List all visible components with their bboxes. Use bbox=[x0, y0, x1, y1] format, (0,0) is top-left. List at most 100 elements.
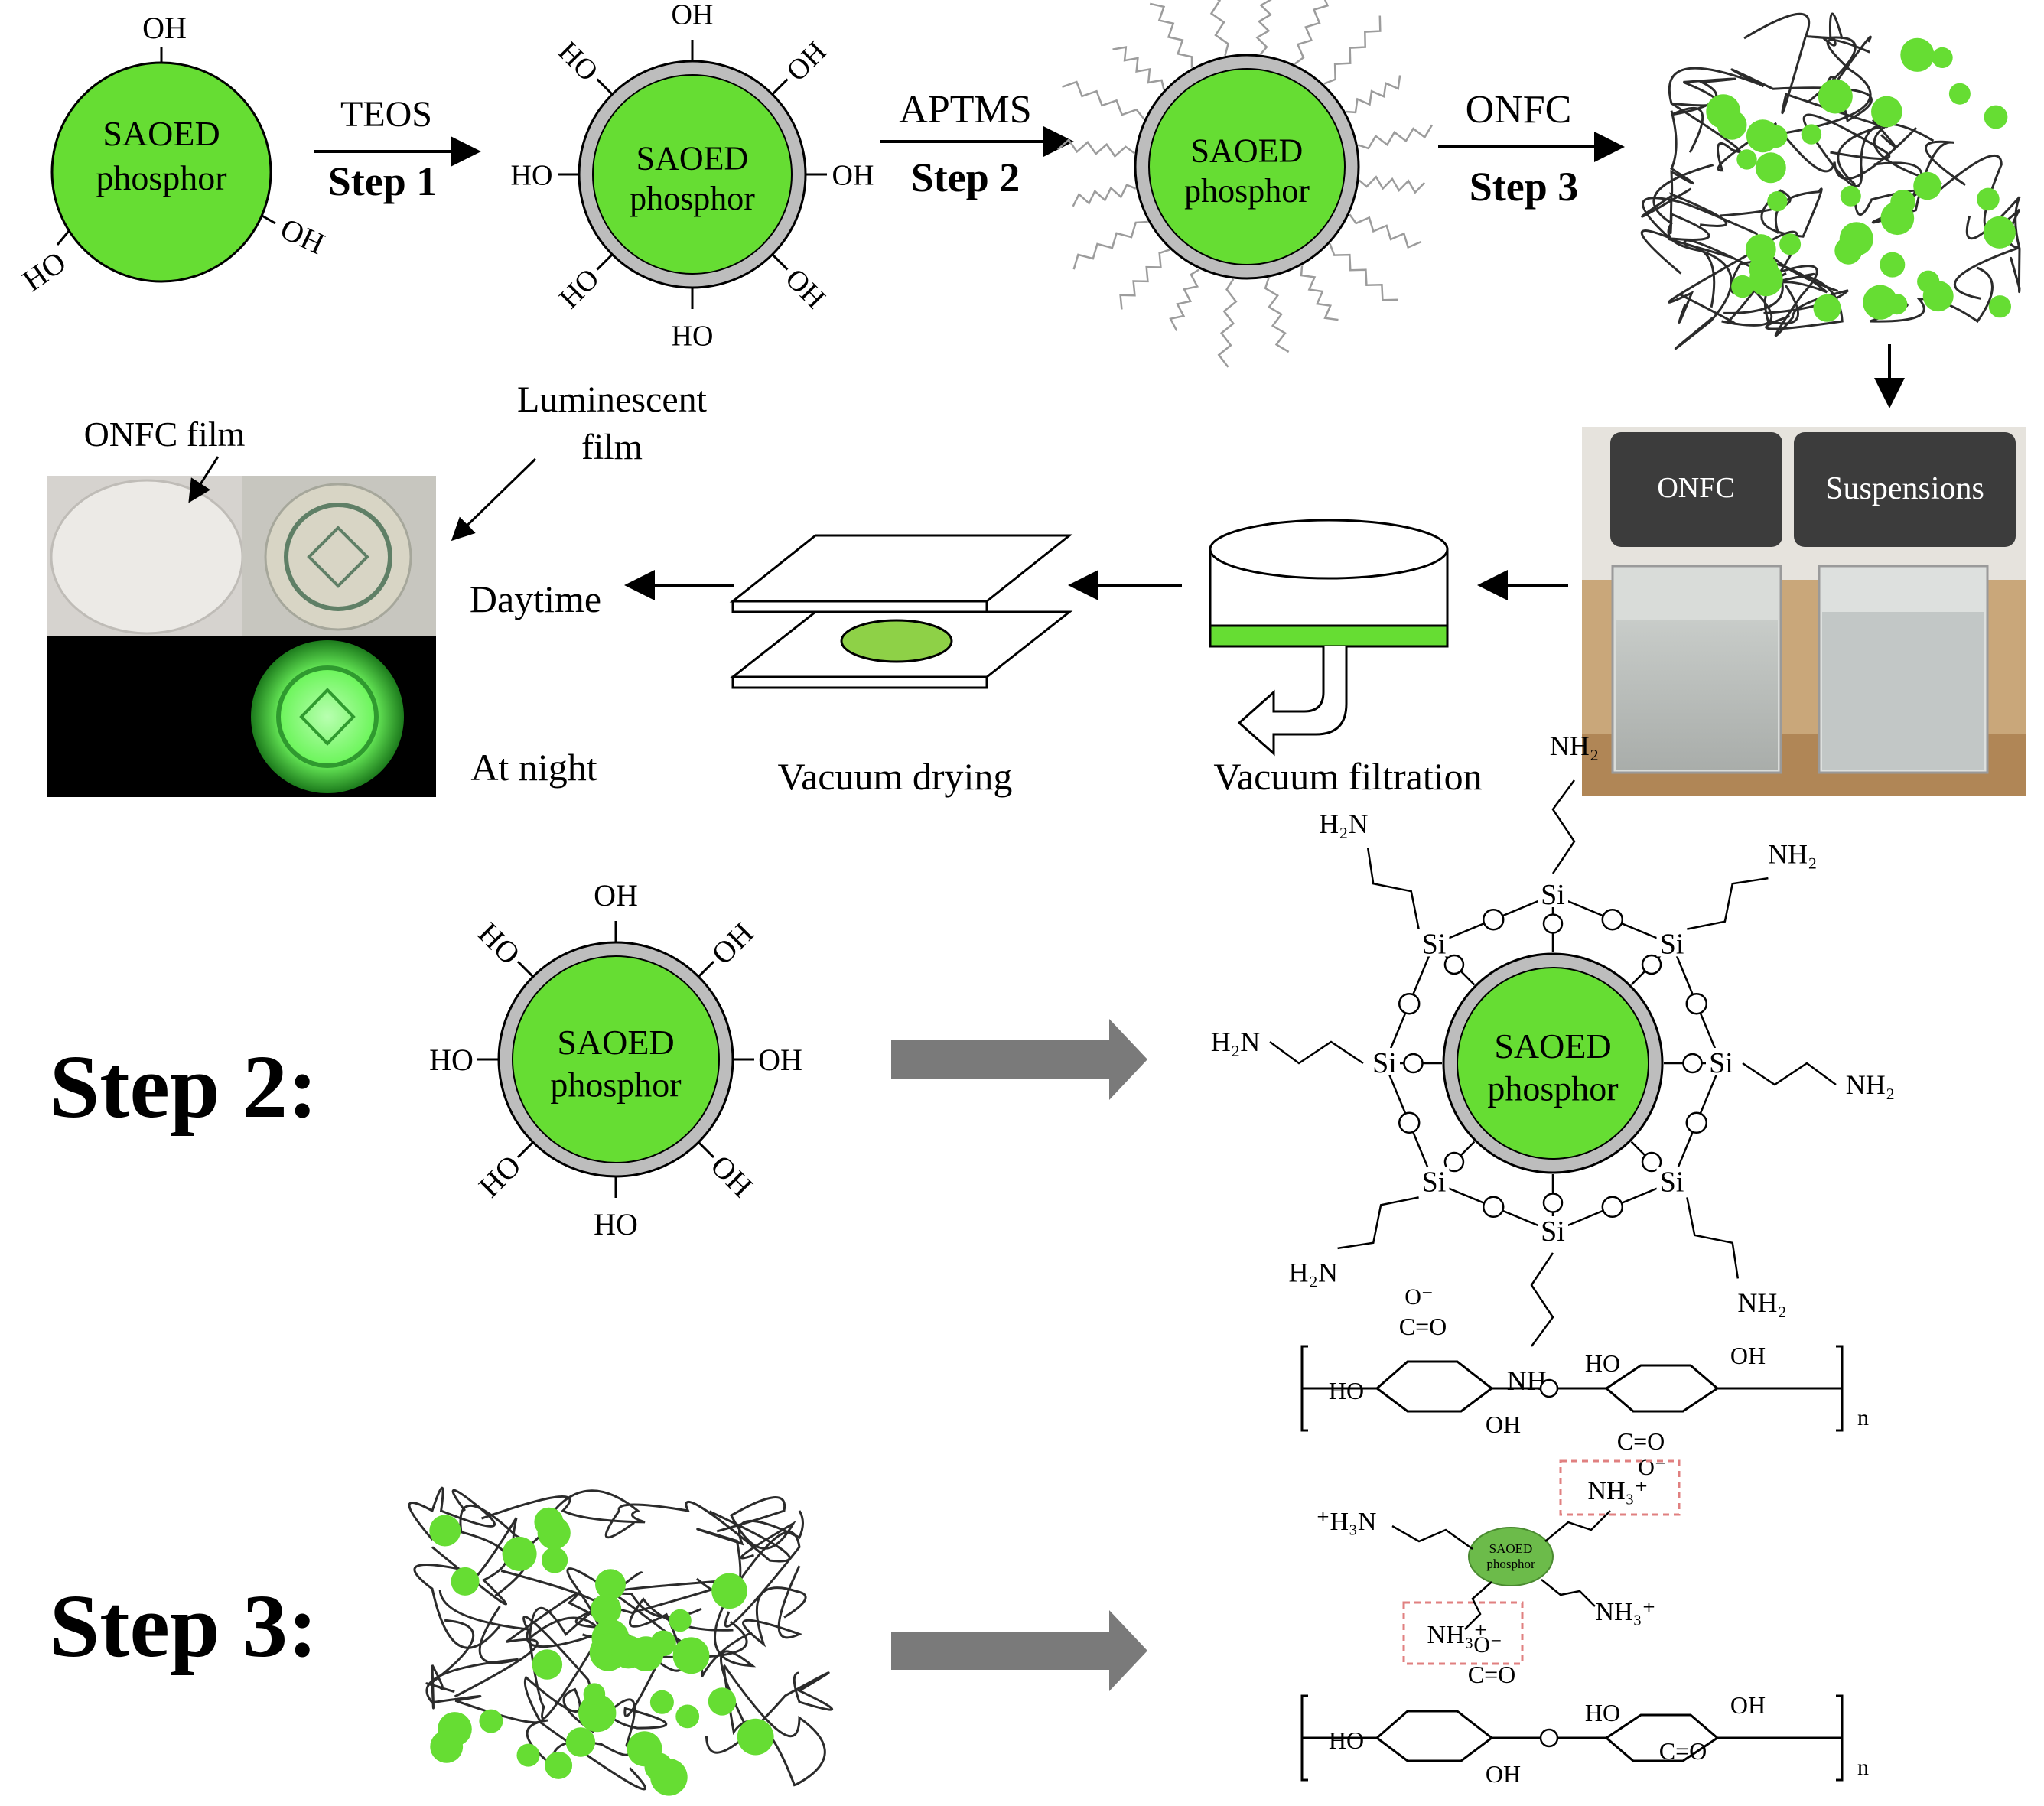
nanofiber bbox=[604, 1500, 791, 1563]
ho-label: HO bbox=[429, 1043, 474, 1077]
phosphor-particle bbox=[1988, 295, 2011, 318]
nanofiber bbox=[522, 1616, 667, 1730]
carboxylate-label: O⁻ bbox=[1638, 1455, 1667, 1480]
phosphor-label-1: SAOED bbox=[103, 114, 220, 153]
ho-label: HO bbox=[16, 245, 72, 298]
oxygen-atom bbox=[1443, 1151, 1465, 1173]
vials-photo: ONFC Suspensions bbox=[1582, 427, 2026, 796]
vacuum-filtration-label: Vacuum filtration bbox=[1213, 755, 1482, 798]
vial-liquid bbox=[1616, 620, 1778, 770]
c-eq-o-label: C=O bbox=[1659, 1737, 1707, 1765]
oxygen-atom bbox=[1398, 992, 1421, 1015]
aminosilane-chain bbox=[1112, 46, 1165, 90]
propyl-chain bbox=[1742, 1062, 1837, 1086]
nanofiber bbox=[1743, 12, 1896, 148]
step-3-label: Step 3 bbox=[1470, 164, 1579, 210]
phosphor-label-2: phosphor bbox=[630, 180, 755, 217]
oxygen-atom bbox=[1482, 908, 1505, 931]
phosphor-particle bbox=[502, 1537, 537, 1571]
si-label-bg bbox=[1538, 880, 1568, 907]
si-label-bg bbox=[1706, 1048, 1736, 1075]
reagent-onfc: ONFC bbox=[1466, 88, 1572, 132]
nh2-label: NH₂ bbox=[1768, 838, 1818, 869]
phosphor-core bbox=[512, 955, 720, 1163]
ho-label: HO bbox=[511, 159, 553, 191]
phosphor-particle bbox=[1813, 294, 1841, 322]
nanofiber bbox=[1730, 35, 1873, 122]
si-label: Si bbox=[1422, 928, 1447, 960]
phosphor-label-1: SAOED bbox=[1489, 1541, 1533, 1556]
onfc-film-label: ONFC film bbox=[84, 415, 246, 454]
phosphor-label-2: phosphor bbox=[96, 158, 226, 197]
ho-label: HO bbox=[672, 320, 714, 352]
si-label: Si bbox=[1541, 879, 1565, 911]
phosphor-particle bbox=[1880, 201, 1915, 236]
vial-onfc-label: ONFC bbox=[1657, 472, 1734, 504]
emblem-icon bbox=[299, 688, 356, 746]
gray-arrow bbox=[891, 1610, 1147, 1691]
oxygen-atom bbox=[1641, 1151, 1662, 1173]
film-photos: ONFC film Luminescent film Daytime At ni… bbox=[47, 379, 708, 797]
nanofiber bbox=[629, 1597, 748, 1672]
oh-label: OH bbox=[1486, 1760, 1521, 1788]
phosphor-particle bbox=[628, 1636, 664, 1672]
oxygen-atom bbox=[1443, 954, 1465, 975]
polymer-n: n bbox=[1857, 1405, 1869, 1430]
oh-label: OH bbox=[275, 211, 330, 261]
vial-suspensions-label: Suspensions bbox=[1825, 471, 1984, 506]
propyl-chain bbox=[1551, 779, 1576, 874]
reaction-arrow-3: ONFC Step 3 bbox=[1438, 88, 1625, 210]
nanofiber bbox=[1652, 164, 1733, 350]
propyl-chain bbox=[1544, 1510, 1611, 1542]
fiber-network-detail bbox=[408, 1486, 834, 1796]
oxygen-atom bbox=[1403, 1053, 1424, 1074]
si-label: Si bbox=[1372, 1047, 1397, 1079]
bond-line bbox=[516, 960, 534, 978]
phosphor-particle bbox=[1840, 185, 1861, 207]
aminosilane-chain bbox=[1169, 268, 1200, 331]
propyl-chain bbox=[1366, 848, 1420, 929]
c-eq-o-label: C=O bbox=[1468, 1661, 1516, 1688]
outflow-arrow-icon bbox=[1237, 646, 1348, 757]
phosphor-core bbox=[1457, 967, 1649, 1160]
ho-label: HO bbox=[594, 1207, 638, 1241]
funnel-top bbox=[1209, 519, 1449, 580]
nh3-plus-label: NH₃⁺ bbox=[1588, 1477, 1649, 1505]
phosphor-particle bbox=[1764, 125, 1788, 148]
nanofiber bbox=[1965, 196, 2021, 294]
oxygen-atom bbox=[1539, 1378, 1559, 1398]
nh3-plus-label: NH₃⁺ bbox=[1596, 1598, 1656, 1626]
oh-label: OH bbox=[1730, 1342, 1766, 1369]
phosphor-particle bbox=[1731, 275, 1754, 298]
nh2-label: NH₂ bbox=[1550, 731, 1600, 761]
si-label-bg bbox=[1538, 1216, 1568, 1244]
phosphor-particle bbox=[1984, 105, 2008, 129]
aminosilane-chain bbox=[1209, 0, 1229, 57]
step-3-title: Step 3: bbox=[50, 1576, 318, 1676]
nanofiber bbox=[425, 1619, 475, 1710]
phosphor-particle bbox=[429, 1515, 461, 1547]
phosphor-label-2: phosphor bbox=[550, 1065, 681, 1104]
oh-label: OH bbox=[1486, 1411, 1521, 1438]
propyl-chain bbox=[1687, 877, 1769, 930]
phosphor-particle bbox=[1749, 262, 1783, 297]
oxygen-atom bbox=[1539, 1728, 1559, 1748]
si-label: Si bbox=[1709, 1047, 1733, 1079]
oxygen-atom bbox=[1685, 1111, 1708, 1134]
propyl-chain bbox=[1337, 1196, 1419, 1250]
luminescent-label-2: film bbox=[581, 427, 643, 467]
c-eq-o-label: C=O bbox=[1617, 1427, 1665, 1455]
phosphor-core bbox=[592, 74, 793, 275]
phosphor-particle bbox=[479, 1709, 503, 1733]
glucose-ring bbox=[1604, 1364, 1720, 1413]
phosphor-label-2: phosphor bbox=[1486, 1557, 1535, 1571]
phosphor-particle bbox=[1871, 96, 1902, 128]
daytime-label: Daytime bbox=[470, 578, 601, 620]
ho-label: HO bbox=[553, 262, 606, 315]
si-label-bg bbox=[1656, 929, 1688, 957]
propyl-chain bbox=[1530, 1252, 1554, 1347]
step-1-label: Step 1 bbox=[328, 158, 438, 204]
